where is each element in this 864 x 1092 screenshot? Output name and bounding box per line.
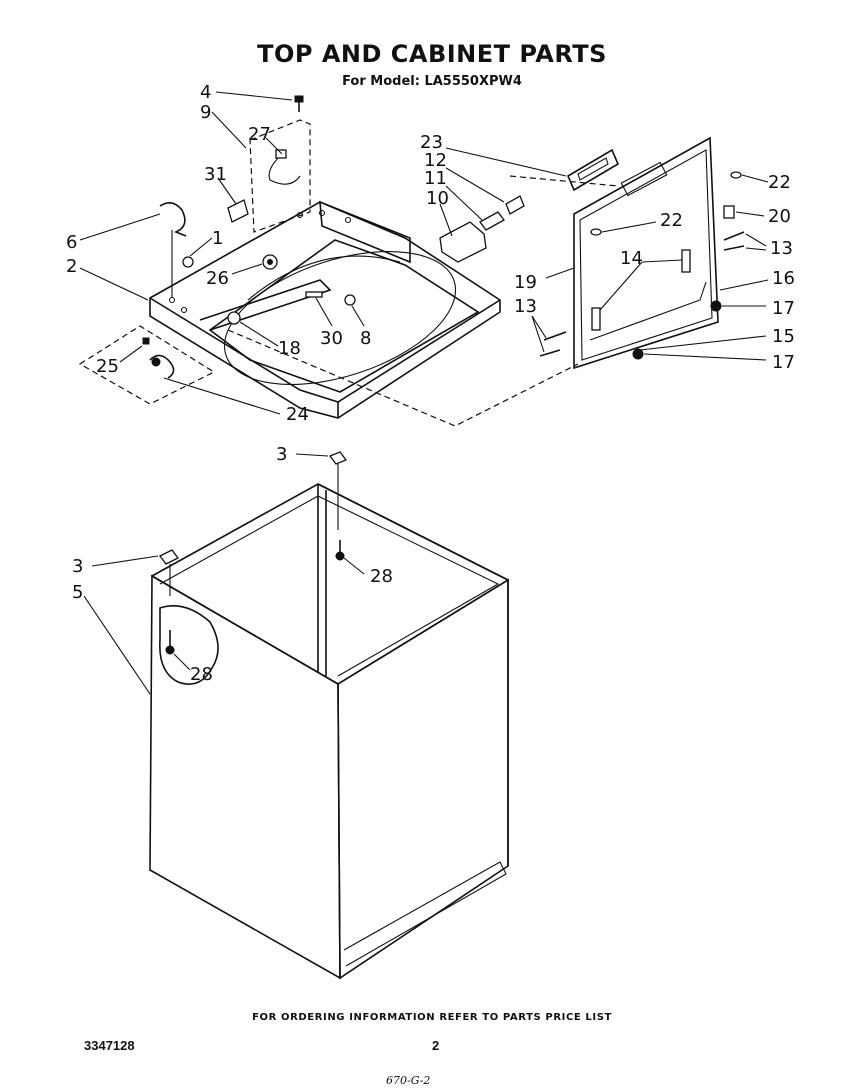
- callout-13a: 13: [770, 238, 793, 259]
- callout-15: 15: [772, 326, 795, 347]
- page-number: 2: [432, 1038, 440, 1053]
- callout-16: 16: [772, 268, 795, 289]
- callout-28b: 28: [190, 664, 213, 685]
- callout-5: 5: [72, 582, 83, 603]
- leader-lines: [79, 91, 769, 695]
- lid-handle-part: [566, 148, 620, 192]
- callout-28a: 28: [370, 566, 393, 587]
- model-subtitle: For Model: LA5550XPW4: [342, 74, 522, 89]
- callout-25: 25: [96, 356, 119, 377]
- callout-12: 12: [424, 150, 447, 171]
- callout-22a: 22: [768, 172, 791, 193]
- document-number: 3347128: [84, 1038, 135, 1053]
- callout-22b: 22: [660, 210, 683, 231]
- callout-27: 27: [248, 124, 271, 145]
- page-title: TOP AND CABINET PARTS: [257, 40, 607, 68]
- small-parts: [142, 95, 745, 655]
- cabinet-illustration: [149, 483, 510, 980]
- callout-labels: 4 9 27 31 6 1 2 26 25 24 18 30 8 23 12 1…: [66, 82, 795, 685]
- callout-18: 18: [278, 338, 301, 359]
- callout-17b: 17: [772, 352, 795, 373]
- callout-19: 19: [514, 272, 537, 293]
- callout-9: 9: [200, 102, 211, 123]
- callout-11: 11: [424, 168, 447, 189]
- callout-8: 8: [360, 328, 371, 349]
- callout-17a: 17: [772, 298, 795, 319]
- callout-24: 24: [286, 404, 309, 425]
- callout-3b: 3: [72, 556, 83, 577]
- callout-20: 20: [768, 206, 791, 227]
- callout-6: 6: [66, 232, 77, 253]
- callout-30: 30: [320, 328, 343, 349]
- callout-10: 10: [426, 188, 449, 209]
- callout-3a: 3: [276, 444, 287, 465]
- callout-13b: 13: [514, 296, 537, 317]
- handwritten-code: 670-G-2: [386, 1074, 431, 1087]
- callout-2: 2: [66, 256, 77, 277]
- callout-4: 4: [200, 82, 211, 103]
- callout-31: 31: [204, 164, 227, 185]
- callout-1: 1: [212, 228, 223, 249]
- dashed-enclosures: [78, 119, 619, 427]
- callout-23: 23: [420, 132, 443, 153]
- callout-14: 14: [620, 248, 643, 269]
- callout-26: 26: [206, 268, 229, 289]
- lid-panel-illustration: [573, 136, 722, 370]
- ordering-note: FOR ORDERING INFORMATION REFER TO PARTS …: [252, 1012, 612, 1023]
